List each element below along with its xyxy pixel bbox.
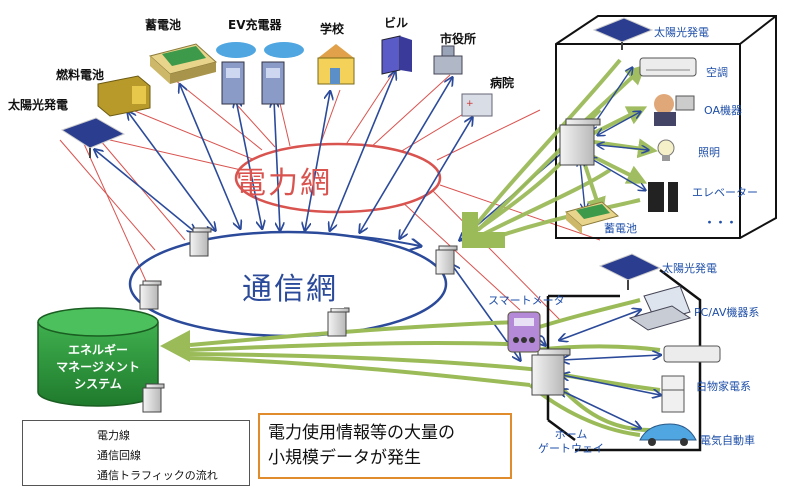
fuel-cell-icon — [97, 75, 151, 117]
city-hall-icon — [433, 45, 463, 75]
ev-label: 電気自動車 — [700, 434, 755, 447]
ems-label-line1: エネルギー — [67, 343, 128, 357]
building-icon — [381, 35, 412, 75]
legend-comm-line: 通信回線 — [33, 445, 243, 465]
solar-panel-home-icon — [598, 253, 662, 290]
building-label: ビル — [384, 16, 409, 30]
fuel-cell-label: 燃料電池 — [56, 68, 105, 82]
lighting-label: 照明 — [698, 146, 720, 159]
ems-label: エネルギー マネージメント システム — [46, 342, 150, 393]
callout-line1: 電力使用情報等の大量の — [268, 423, 455, 443]
home-solar-label: 太陽光発電 — [662, 262, 717, 275]
ems-label-line3: システム — [74, 377, 122, 391]
pc-av-icon — [628, 285, 692, 331]
callout-box: 電力使用情報等の大量の 小規模データが発生 — [258, 413, 512, 479]
elevator-icon — [648, 182, 678, 212]
ems-cylinder — [37, 307, 159, 407]
aircon-home-icon — [663, 345, 721, 363]
solar-left-label: 太陽光発電 — [8, 98, 69, 112]
pc-av-label: PC/AV機器系 — [694, 306, 760, 319]
home-gateway-label: ホーム ゲートウェイ — [538, 428, 604, 456]
oa-label: OA機器 — [704, 104, 742, 117]
ev-charger-icon — [216, 42, 304, 105]
school-icon — [317, 44, 355, 85]
legend-comm-line-text: 通信回線 — [97, 449, 141, 462]
svg-text:+: + — [466, 99, 474, 109]
elevator-label: エレベーター — [692, 186, 758, 199]
home-comm-lines — [535, 310, 660, 428]
power-grid-label: 電力網 — [236, 166, 332, 201]
traffic-arrow-ems — [160, 330, 190, 362]
solar-panel-left-icon — [60, 117, 126, 158]
city-hall-label: 市役所 — [440, 32, 477, 46]
hospital-icon: + — [461, 93, 493, 117]
building-solar-label: 太陽光発電 — [654, 26, 709, 39]
comm-network-label: 通信網 — [236, 264, 344, 308]
aircon-building-icon — [639, 57, 697, 77]
storage-battery-left-icon — [148, 43, 218, 84]
legend-traffic-flow: 通信トラフィックの流れ — [33, 465, 243, 485]
school-label: 学校 — [320, 22, 345, 36]
home-gateway-line2: ゲートウェイ — [538, 442, 604, 455]
legend: 電力線 通信回線 通信トラフィックの流れ — [22, 420, 250, 486]
white-goods-icon — [661, 375, 685, 413]
legend-power-line-text: 電力線 — [97, 429, 130, 442]
storage-battery-label: 蓄電池 — [145, 18, 182, 32]
server-icons — [139, 118, 601, 413]
legend-power-line: 電力線 — [33, 425, 243, 445]
callout-line2: 小規模データが発生 — [268, 448, 421, 468]
ems-label-line2: マネージメント — [56, 360, 140, 374]
home-box — [546, 269, 702, 452]
building-box — [555, 15, 777, 239]
smart-meter-label: スマートメータ — [488, 294, 565, 307]
storage-battery-building-icon — [564, 201, 620, 234]
building-ellipsis: ・・・ — [704, 216, 737, 229]
white-goods-label: 白物家電系 — [696, 380, 751, 393]
hospital-label: 病院 — [490, 76, 515, 90]
building-battery-label: 蓄電池 — [604, 222, 637, 235]
legend-traffic-flow-text: 通信トラフィックの流れ — [97, 469, 218, 482]
ev-charger-label: EV充電器 — [228, 18, 282, 32]
lighting-icon — [657, 139, 675, 161]
smart-meter-icon — [507, 311, 541, 353]
solar-panel-building-icon — [592, 17, 654, 50]
home-gateway-line1: ホーム — [554, 428, 588, 441]
oa-equipment-icon — [654, 94, 695, 126]
aircon-label: 空調 — [706, 66, 728, 79]
ev-car-icon — [639, 423, 697, 446]
traffic-arrow-building — [462, 212, 505, 248]
